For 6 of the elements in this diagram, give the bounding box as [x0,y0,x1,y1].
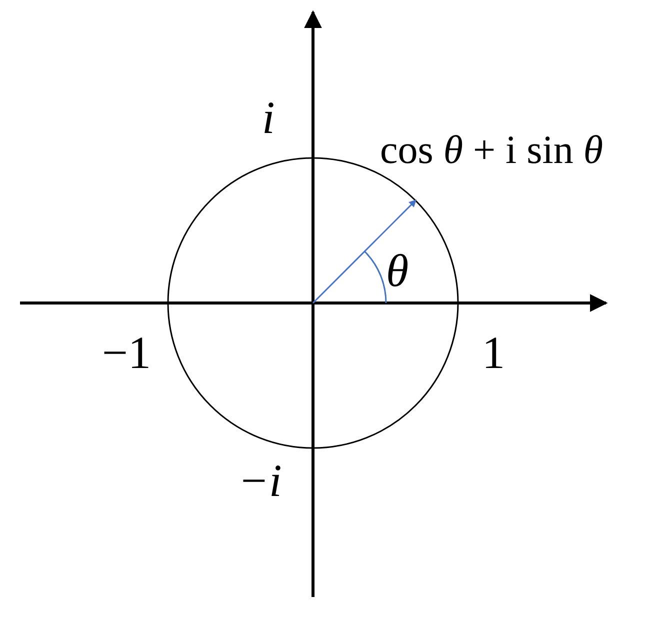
axis-label: −i [238,458,282,504]
axis-label: −1 [102,330,151,376]
point-label: cos θ + i sin θ [380,130,603,170]
axis-label: i [262,95,275,141]
axis-label: 1 [482,330,505,376]
angle-label: θ [386,248,409,294]
